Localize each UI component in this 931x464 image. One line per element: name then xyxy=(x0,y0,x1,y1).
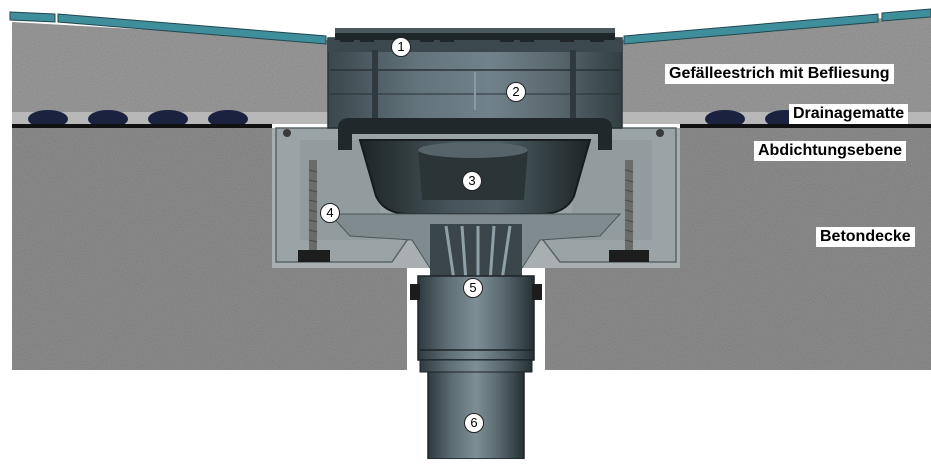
marker-3: 3 xyxy=(462,171,482,191)
drainage-mat xyxy=(12,110,931,128)
sealing-line-right xyxy=(680,124,931,128)
outlet-pipe xyxy=(419,359,533,460)
label-screed: Gefälleestrich mit Befliesung xyxy=(665,64,894,84)
bolt-left xyxy=(298,160,330,262)
marker-5: 5 xyxy=(463,278,483,298)
concrete-slab xyxy=(12,128,931,370)
bolt-right xyxy=(609,160,649,262)
screed-layer xyxy=(12,14,931,112)
grate xyxy=(340,36,604,42)
marker-6: 6 xyxy=(464,413,484,433)
drain-upper-body xyxy=(327,28,623,129)
label-drainage-mat: Drainagematte xyxy=(789,104,909,124)
label-sealing: Abdichtungsebene xyxy=(754,141,907,161)
marker-4: 4 xyxy=(320,203,340,223)
sealing-line-left xyxy=(12,124,272,128)
marker-1: 1 xyxy=(391,37,411,57)
tile-layer xyxy=(9,8,931,45)
drain-neck xyxy=(328,213,622,284)
label-concrete: Betondecke xyxy=(816,227,915,247)
sealing-collar xyxy=(338,118,612,150)
marker-2: 2 xyxy=(506,82,526,102)
socket xyxy=(410,275,542,361)
